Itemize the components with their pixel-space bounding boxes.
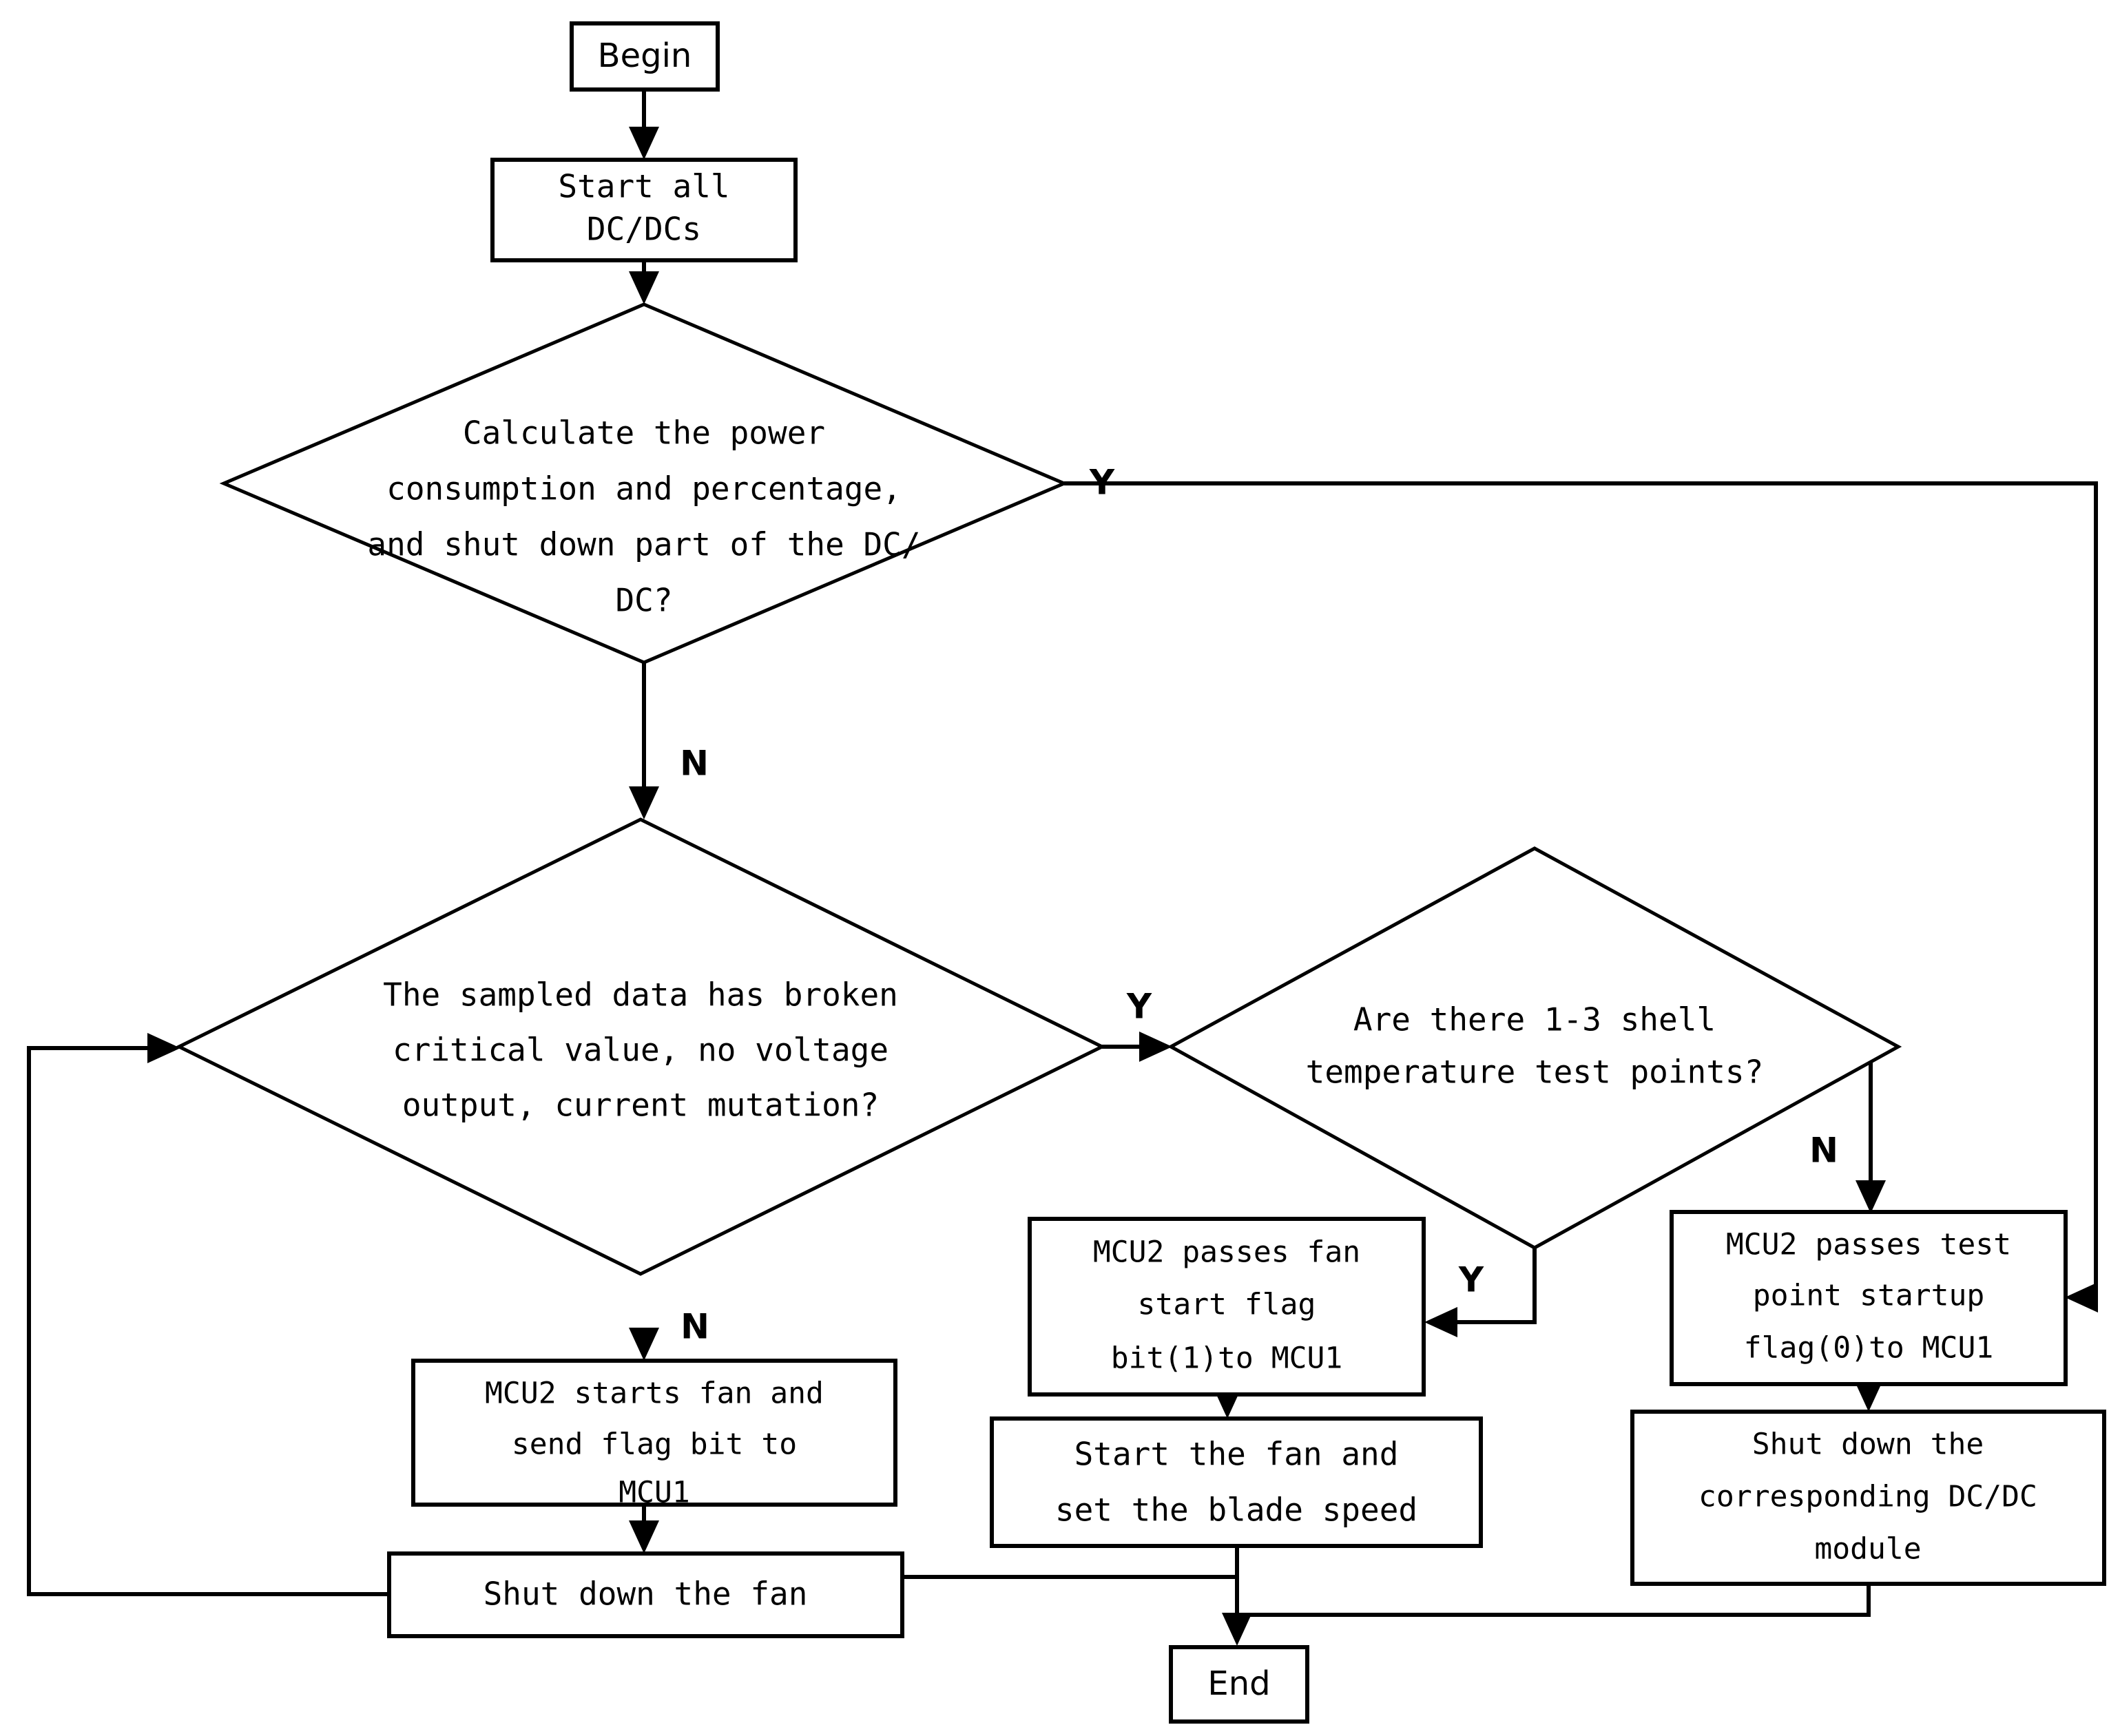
branch-label-calc-power-no: N [680, 744, 709, 784]
edge-calc-yes-to-test-point-flag [1064, 481, 2098, 1313]
node-start-fan-blade-line1: Start the fan and [1074, 1436, 1399, 1473]
edge-shell-yes-to-fan-flag [1424, 1248, 1537, 1337]
node-sampled-data-line3: output, current mutation? [402, 1087, 879, 1124]
node-shutdown-fan[interactable]: Shut down the fan [387, 1551, 904, 1638]
edge-mcu2-starts-fan-to-shutdown-fan [629, 1505, 659, 1554]
node-sampled-data-decision[interactable]: The sampled data has broken critical val… [175, 817, 1106, 1276]
node-mcu2-test-point-line3: flag(0)to MCU1 [1744, 1331, 1993, 1366]
node-start-all-dcdcs-line1: Start all [558, 168, 729, 205]
node-mcu2-starts-fan-line2: send flag bit to [512, 1428, 797, 1462]
node-sampled-data-line1: The sampled data has broken [383, 976, 898, 1014]
edge-shutdown-fan-loop-to-sampled-data [27, 1033, 389, 1596]
node-shutdown-module-line2: corresponding DC/DC [1698, 1480, 2037, 1514]
node-calc-power-line4: DC? [615, 582, 672, 619]
node-calc-power-line2: consumption and percentage, [386, 470, 902, 508]
node-start-fan-blade[interactable]: Start the fan and set the blade speed [990, 1416, 1483, 1548]
node-mcu2-fan-flag-line3: bit(1)to MCU1 [1111, 1341, 1343, 1376]
node-end-label: End [1207, 1664, 1270, 1703]
node-calc-power-line1: Calculate the power [463, 415, 825, 452]
node-sampled-data-line2: critical value, no voltage [393, 1032, 888, 1069]
node-shell-points-line1: Are there 1-3 shell [1353, 1001, 1716, 1038]
branch-label-shell-points-yes: Y [1458, 1260, 1484, 1300]
node-shutdown-dcdc-module[interactable]: Shut down the corresponding DC/DC module [1630, 1410, 2106, 1586]
edge-sampled-yes-to-shell-points [1102, 1032, 1172, 1062]
node-start-all-dcdcs[interactable]: Start all DC/DCs [490, 158, 798, 262]
branch-label-sampled-data-no: N [680, 1307, 709, 1347]
node-start-all-dcdcs-line2: DC/DCs [587, 211, 701, 248]
node-mcu2-test-point-flag[interactable]: MCU2 passes test point startup flag(0)to… [1670, 1210, 2068, 1386]
node-mcu2-starts-fan-line3: MCU1 [619, 1476, 690, 1510]
edge-shutdown-module-to-end-trunk [1237, 1584, 1871, 1617]
edge-start-fan-to-end [1222, 1546, 1252, 1646]
edge-calc-no-to-sampled-data [629, 662, 659, 819]
branch-label-calc-power-yes: Y [1089, 463, 1115, 503]
edge-sampled-no-to-mcu2-starts-fan [629, 1328, 659, 1361]
node-calc-power-decision[interactable]: Calculate the power consumption and perc… [219, 302, 1069, 665]
edge-begin-to-start-all [629, 90, 659, 160]
node-shutdown-module-line3: module [1814, 1532, 1921, 1567]
branch-label-sampled-data-yes: Y [1126, 987, 1152, 1027]
node-mcu2-fan-flag[interactable]: MCU2 passes fan start flag bit(1)to MCU1 [1028, 1217, 1426, 1397]
node-mcu2-fan-flag-line1: MCU2 passes fan [1093, 1235, 1360, 1270]
edge-shell-no-to-test-point-flag [1856, 1047, 1886, 1213]
node-mcu2-fan-flag-line2: start flag [1138, 1288, 1316, 1322]
node-begin[interactable]: Begin [570, 21, 720, 92]
node-end[interactable]: End [1169, 1645, 1309, 1724]
edge-start-all-to-calc [629, 260, 659, 304]
branch-label-shell-points-no: N [1809, 1131, 1838, 1171]
node-calc-power-line3: and shut down part of the DC/ [367, 526, 920, 563]
node-mcu2-test-point-line1: MCU2 passes test [1726, 1228, 2011, 1262]
node-mcu2-starts-fan-line1: MCU2 starts fan and [485, 1377, 824, 1411]
node-start-fan-blade-line2: set the blade speed [1055, 1492, 1417, 1529]
node-shutdown-fan-label: Shut down the fan [484, 1576, 808, 1613]
node-begin-label: Begin [598, 36, 692, 75]
node-shutdown-module-line1: Shut down the [1752, 1428, 1984, 1462]
node-shell-points-line2: temperature test points? [1306, 1054, 1764, 1091]
node-mcu2-test-point-line2: point startup [1753, 1279, 1985, 1313]
node-shell-points-decision[interactable]: Are there 1-3 shell temperature test poi… [1167, 846, 1902, 1250]
node-mcu2-starts-fan[interactable]: MCU2 starts fan and send flag bit to MCU… [411, 1359, 897, 1510]
